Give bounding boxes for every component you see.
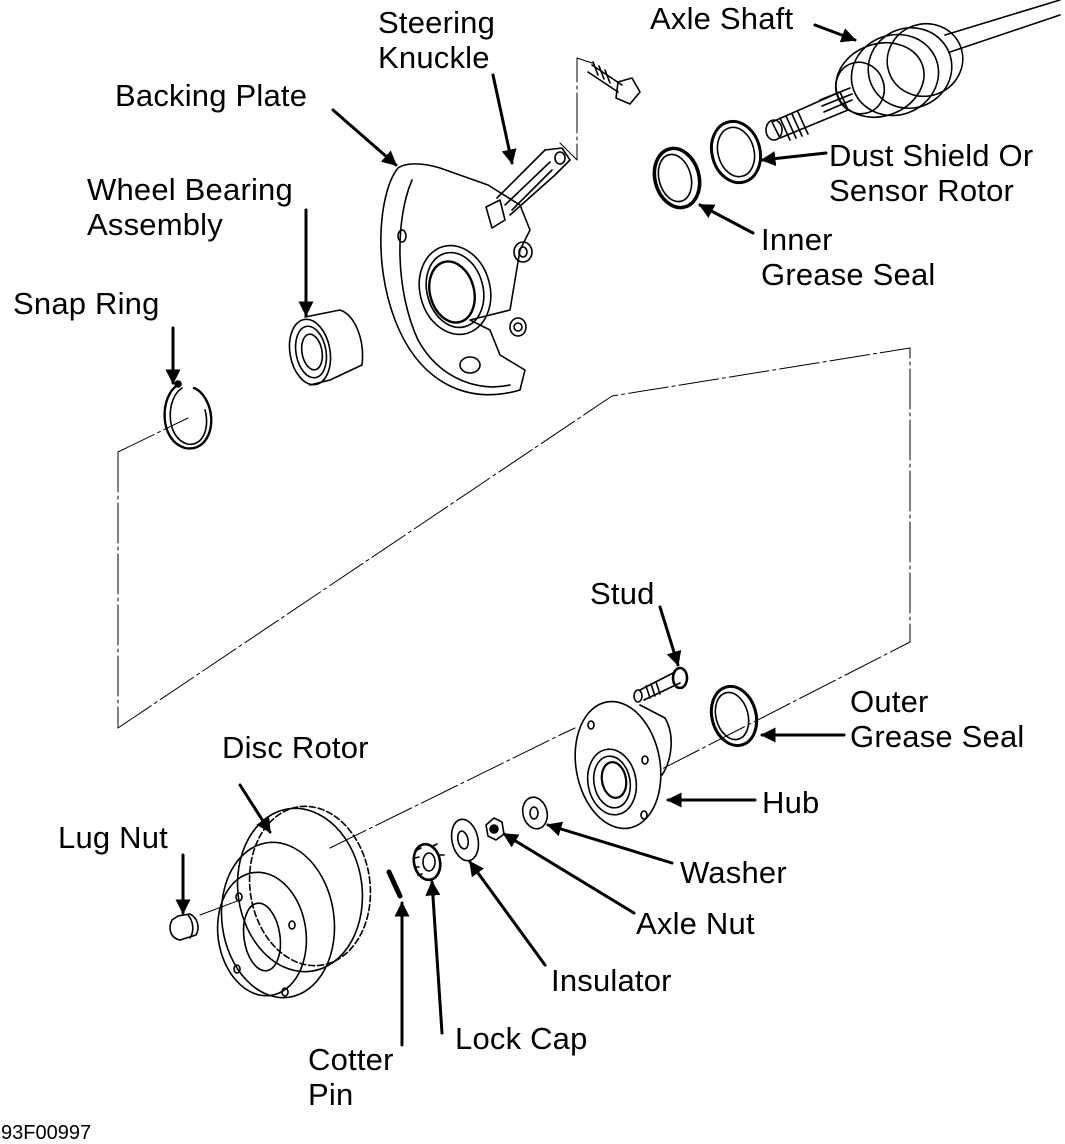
label-washer: Washer (680, 855, 787, 890)
label-inner-grease-seal-line1: Inner (761, 222, 833, 257)
label-outer-grease-seal-line2: Grease Seal (850, 719, 1025, 754)
outer-grease-seal-part (709, 684, 759, 748)
figure-id: 93F00997 (1, 1122, 92, 1144)
label-outer-grease-seal-line1: Outer (850, 684, 929, 719)
dust-shield-part (709, 119, 763, 185)
label-inner-grease-seal: Inner Grease Seal (761, 222, 936, 292)
label-wheel-bearing-line1: Wheel Bearing (87, 172, 293, 207)
label-dust-shield-line2: Sensor Rotor (829, 173, 1015, 208)
label-lug-nut: Lug Nut (58, 820, 168, 855)
arrow-lock-cap (425, 880, 444, 1035)
label-axle-nut: Axle Nut (636, 906, 755, 941)
label-hub: Hub (762, 785, 820, 820)
stud-part (633, 666, 689, 703)
label-lock-cap: Lock Cap (455, 1021, 588, 1056)
steering-knuckle-part (380, 147, 571, 396)
label-cotter-pin-line1: Cotter (308, 1042, 394, 1077)
label-steering-knuckle-line2: Knuckle (378, 40, 490, 75)
label-axle-shaft: Axle Shaft (650, 1, 794, 36)
axle-nut-part (485, 817, 505, 841)
label-disc-rotor: Disc Rotor (222, 730, 369, 765)
arrow-axle-nut (502, 832, 636, 915)
arrow-disc-rotor (238, 783, 272, 834)
arrow-stud (658, 605, 682, 667)
label-dust-shield-line1: Dust Shield Or (829, 138, 1034, 173)
label-cotter-pin: Cotter Pin (308, 1042, 394, 1112)
arrow-backing-plate (331, 108, 398, 167)
label-steering-knuckle: Steering Knuckle (378, 5, 495, 75)
wheel-bearing-part (288, 309, 364, 386)
lug-nut-part (169, 913, 199, 941)
arrow-insulator (468, 860, 547, 967)
washer-part (521, 796, 549, 830)
label-wheel-bearing-line2: Assembly (87, 207, 223, 242)
label-cotter-pin-line2: Pin (308, 1077, 354, 1112)
label-outer-grease-seal: Outer Grease Seal (850, 684, 1025, 754)
snap-ring-part (163, 380, 213, 450)
lock-cap-part (412, 842, 445, 882)
label-wheel-bearing-assembly: Wheel Bearing Assembly (87, 172, 293, 242)
insulator-part (450, 818, 480, 862)
cotter-pin-part (386, 869, 403, 899)
axle-shaft-part (765, 0, 1061, 141)
arrow-axle-shaft (813, 23, 857, 43)
label-stud: Stud (590, 576, 655, 611)
hub-part (574, 700, 672, 830)
inner-grease-seal-part (652, 146, 702, 210)
leader-arrows (165, 23, 857, 1047)
arrow-inner-grease-seal (698, 203, 755, 235)
disc-rotor-part (216, 805, 372, 999)
knuckle-bolt-part (587, 61, 641, 105)
arrow-washer (546, 821, 674, 865)
label-backing-plate: Backing Plate (115, 78, 308, 113)
label-inner-grease-seal-line2: Grease Seal (761, 257, 936, 292)
arrow-steering-knuckle (491, 73, 517, 165)
label-steering-knuckle-line1: Steering (378, 5, 496, 40)
label-snap-ring: Snap Ring (13, 286, 160, 321)
label-insulator: Insulator (551, 963, 672, 998)
arrow-dust-shield (760, 151, 828, 166)
label-dust-shield: Dust Shield Or Sensor Rotor (829, 138, 1033, 208)
